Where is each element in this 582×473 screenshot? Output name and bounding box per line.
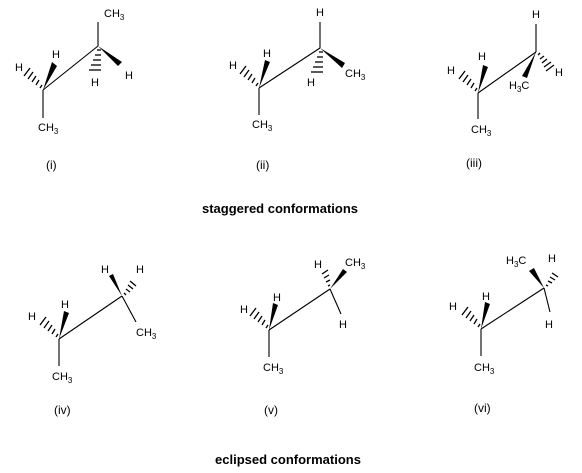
caption: (i) <box>46 158 57 172</box>
atom-label: H <box>339 319 347 331</box>
atom-label: H <box>314 259 322 271</box>
c2-h-bond <box>543 287 551 313</box>
atom-label: H <box>263 48 271 60</box>
c2-h-hash <box>537 52 555 72</box>
atom-label: H <box>482 291 490 303</box>
c1-h-hash <box>249 307 269 329</box>
atom-label: H <box>61 299 69 311</box>
c1-h-wedge <box>478 65 488 93</box>
atom-label: H <box>240 304 248 316</box>
cc-bond <box>268 288 331 331</box>
c2-ch3-bond <box>121 295 137 323</box>
c2-ch3-wedge <box>320 48 345 68</box>
cc-bond <box>258 47 321 89</box>
molecule-i: H H CH3 CH3 H H (i) <box>15 8 133 172</box>
c1-h-hash <box>23 67 43 89</box>
atom-label: H <box>52 49 60 61</box>
cc-bond <box>58 295 123 340</box>
molecule-vi: H H CH3 H3C H H (vi) <box>449 253 559 415</box>
c1-h-hash <box>458 70 478 92</box>
c1-h-hash <box>239 65 259 87</box>
atom-label: H <box>316 7 324 19</box>
atom-label: CH3 <box>474 362 495 376</box>
atom-label: H <box>555 67 563 79</box>
caption: (iv) <box>54 403 71 417</box>
molecule-iv: H H CH3 H H CH3 (iv) <box>28 264 157 417</box>
atom-label: CH3 <box>345 257 366 271</box>
c1-h-hash <box>461 306 481 328</box>
atom-label: H <box>15 62 23 74</box>
staggered-heading: staggered conformations <box>202 201 358 216</box>
c2-h-hash <box>545 272 559 287</box>
atom-label: H3C <box>509 80 529 94</box>
atom-label: H3C <box>506 255 526 269</box>
atom-label: H <box>28 311 36 323</box>
atom-label: H <box>136 264 144 276</box>
caption: (ii) <box>256 158 269 172</box>
c1-h-wedge <box>259 60 270 88</box>
c2-h-hash <box>321 269 331 287</box>
c1-h-wedge <box>269 303 278 330</box>
atom-label: H <box>449 301 457 313</box>
atom-label: H <box>273 292 281 304</box>
c2-h-wedge <box>109 274 122 296</box>
atom-label: H <box>229 60 237 72</box>
atom-label: CH3 <box>252 119 273 133</box>
atom-label: CH3 <box>52 371 73 385</box>
caption: (vi) <box>474 401 491 415</box>
c2-h-wedge <box>98 46 122 66</box>
atom-label: H <box>478 51 486 63</box>
atom-label: CH3 <box>345 68 366 82</box>
atom-label: CH3 <box>136 327 157 341</box>
atom-label: H <box>532 9 540 21</box>
cc-bond <box>477 51 537 94</box>
cc-bond <box>42 45 99 91</box>
c1-h-hash <box>39 316 59 338</box>
atom-label: H <box>91 77 99 89</box>
atom-label: H <box>447 65 455 77</box>
molecule-ii: H H CH3 H H CH3 (ii) <box>229 7 366 172</box>
c2-ch3-wedge <box>522 52 536 78</box>
c2-h-hash <box>311 51 323 73</box>
molecule-iii: H H CH3 H H3C H (iii) <box>447 9 563 170</box>
atom-label: H <box>101 264 109 276</box>
c2-ch3-wedge <box>330 269 347 289</box>
c2-ch3-wedge <box>529 268 544 288</box>
c1-h-wedge <box>59 311 69 339</box>
atom-label: CH3 <box>38 122 59 136</box>
atom-label: H <box>548 253 556 265</box>
caption: (v) <box>264 403 278 417</box>
c2-h-hash <box>89 49 101 71</box>
eclipsed-heading: eclipsed conformations <box>215 452 361 467</box>
molecule-v: H H CH3 H CH3 H (v) <box>240 257 366 417</box>
atom-label: H <box>545 319 553 331</box>
atom-label: CH3 <box>263 362 284 376</box>
c1-h-wedge <box>43 62 57 90</box>
c2-h-hash <box>123 280 137 296</box>
atom-label: H <box>125 70 133 82</box>
atom-label: CH3 <box>104 8 125 22</box>
c1-h-wedge <box>481 302 490 329</box>
caption: (iii) <box>466 156 482 170</box>
atom-label: H <box>307 77 315 89</box>
c2-h-bond <box>329 288 342 315</box>
cc-bond <box>480 287 545 330</box>
atom-label: CH3 <box>471 124 492 138</box>
